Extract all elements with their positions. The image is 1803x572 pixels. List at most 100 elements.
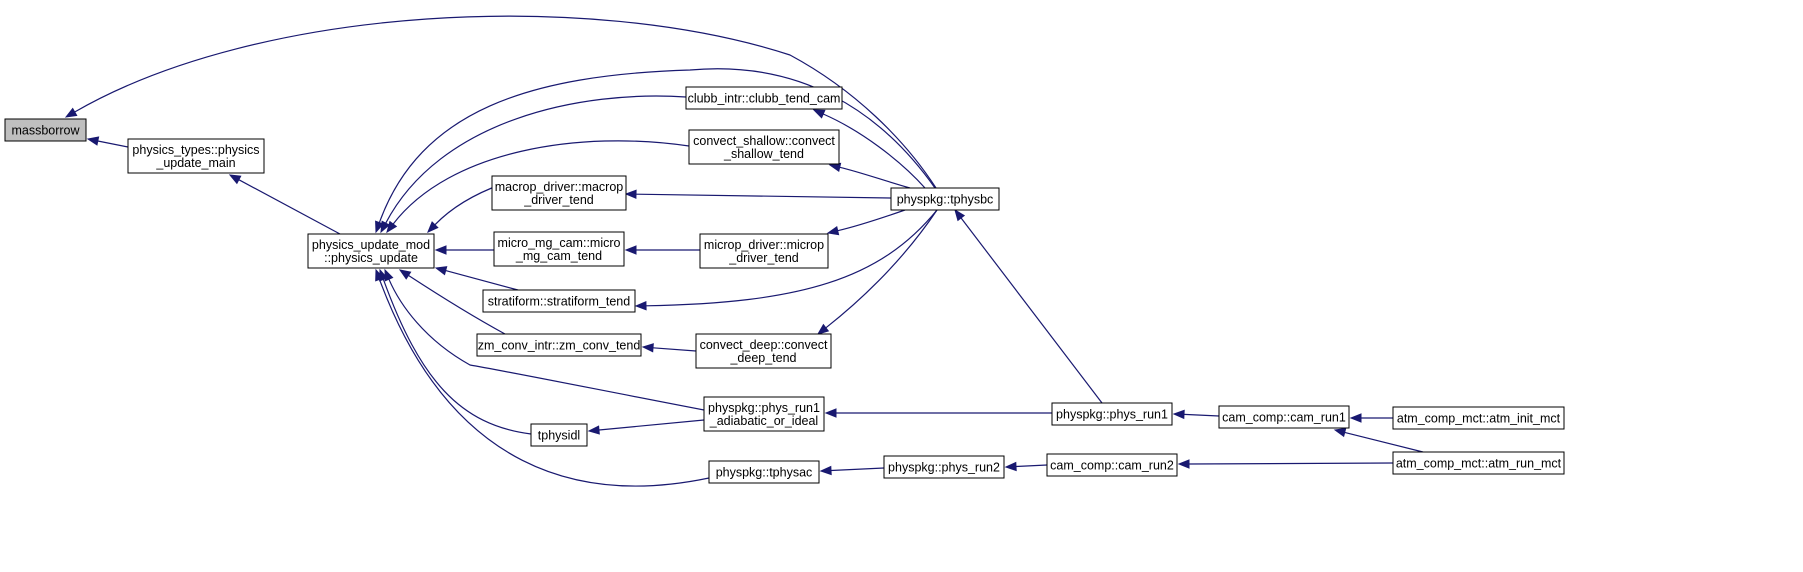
node-label: clubb_intr::clubb_tend_cam [688,92,841,106]
node-phys_run2[interactable]: physpkg::phys_run2 [883,455,1005,479]
node-massborrow[interactable]: massborrow [4,118,87,142]
node-convect_shallow[interactable]: convect_shallow::convect_shallow_tend [688,129,840,165]
edge-line [822,113,926,189]
node-physics_types_update_main[interactable]: physics_types::physics_update_main [127,138,265,174]
node-box [695,333,832,369]
node-tphysidl[interactable]: tphysidl [530,423,588,447]
node-label: physpkg::phys_run2 [888,461,1000,475]
node-label: convect_deep::convect [700,338,828,352]
arrowhead-icon [1004,461,1017,472]
node-cam_run1[interactable]: cam_comp::cam_run1 [1218,405,1350,429]
node-label: atm_comp_mct::atm_init_mct [1397,412,1561,426]
edge-phys_run1-to-tphysbc [954,208,1103,404]
node-stratiform[interactable]: stratiform::stratiform_tend [482,289,636,313]
node-box [1218,405,1350,429]
edge-tphysac-to-physics_update [375,268,710,487]
edge-line [1015,464,1048,468]
edge-line [635,193,892,199]
edge-physics_update-to-physics_types_update_main [228,174,341,235]
edge-stratiform-to-physics_update [434,266,519,291]
edge-physics_types_update_main-to-massborrow [86,136,129,148]
edge-line [645,209,938,307]
edge-phys_run1_adiabatic-to-physics_update [384,268,705,411]
edge-cam_run1-to-phys_run1 [1172,409,1220,420]
node-label: _update_main [155,156,235,170]
edge-atm_run_mct-to-cam_run1 [1333,427,1424,453]
node-micro_mg[interactable]: micro_mg_cam::micro_mg_cam_tend [493,231,625,267]
edge-atm_run_mct-to-cam_run2 [1177,459,1394,469]
arrowhead-icon [1172,409,1185,420]
node-phys_run1[interactable]: physpkg::phys_run1 [1051,402,1173,426]
arrowhead-icon [624,245,637,255]
node-box [883,455,1005,479]
node-box [127,138,265,174]
node-label: physics_types::physics [132,143,259,157]
node-label: physpkg::phys_run1 [1056,408,1168,422]
edge-phys_run2-to-tphysac [819,465,885,476]
node-box [476,333,642,357]
arrowhead-icon [434,266,448,276]
arrowhead-icon [1177,459,1190,469]
arrowhead-icon [375,268,385,282]
arrowhead-icon [826,225,840,236]
node-zm_conv[interactable]: zm_conv_intr::zm_conv_tend [476,333,642,357]
node-macrop_driver[interactable]: macrop_driver::macrop_driver_tend [491,175,627,211]
edge-line [598,419,705,431]
node-box [1392,451,1565,475]
node-box [708,460,820,484]
node-box [482,289,636,313]
node-box [1051,402,1173,426]
node-label: _mg_cam_tend [515,249,602,263]
edge-zm_conv-to-physics_update [398,269,506,335]
node-label: _adiabatic_or_ideal [709,414,818,428]
edge-line [825,209,938,329]
edge-line [652,347,697,352]
edge-line [1344,431,1424,453]
node-clubb_tend[interactable]: clubb_intr::clubb_tend_cam [685,86,843,110]
arrowhead-icon [427,221,439,233]
node-label: physpkg::phys_run1 [708,401,820,415]
arrowhead-icon [641,343,654,353]
node-label: atm_comp_mct::atm_run_mct [1396,457,1562,471]
arrowhead-icon [828,162,842,173]
arrowhead-icon [228,174,242,185]
edge-line [830,467,885,472]
node-tphysac[interactable]: physpkg::tphysac [708,460,820,484]
edge-tphysbc-to-convect_deep [816,209,938,335]
node-atm_init_mct[interactable]: atm_comp_mct::atm_init_mct [1392,406,1565,430]
node-label: physpkg::tphysac [716,466,813,480]
node-cam_run2[interactable]: cam_comp::cam_run2 [1046,453,1178,477]
edge-macrop_driver-to-physics_update [427,183,503,233]
node-tphysbc[interactable]: physpkg::tphysbc [890,187,1000,211]
node-atm_run_mct[interactable]: atm_comp_mct::atm_run_mct [1392,451,1565,475]
arrowhead-icon [1333,427,1347,438]
node-microp_driver[interactable]: microp_driver::microp_driver_tend [699,233,829,269]
node-phys_run1_adiabatic[interactable]: physpkg::phys_run1_adiabatic_or_ideal [703,396,825,432]
arrowhead-icon [634,301,647,311]
edge-line [382,279,532,435]
arrowhead-icon [1349,413,1362,423]
edge-tphysbc-to-convect_shallow [828,162,911,189]
edge-line [1183,413,1220,417]
arrowhead-icon [816,323,830,335]
node-label: stratiform::stratiform_tend [488,295,630,309]
edges-layer [64,15,1424,487]
edge-tphysbc-to-clubb_tend [812,109,926,189]
arrowhead-icon [375,220,385,234]
edge-line [392,140,690,225]
arrowhead-icon [64,107,78,118]
node-box [307,233,435,269]
node-box [703,396,825,432]
arrowhead-icon [819,465,832,476]
node-physics_update[interactable]: physics_update_mod::physics_update [307,233,435,269]
node-label: cam_comp::cam_run2 [1050,459,1174,473]
node-convect_deep[interactable]: convect_deep::convect_deep_tend [695,333,832,369]
edge-line [837,209,906,232]
edge-atm_init_mct-to-cam_run1 [1349,413,1393,423]
edge-line [445,270,519,291]
node-label: convect_shallow::convect [693,134,835,148]
node-box [491,175,627,211]
node-box [890,187,1000,211]
edge-line [385,95,687,224]
